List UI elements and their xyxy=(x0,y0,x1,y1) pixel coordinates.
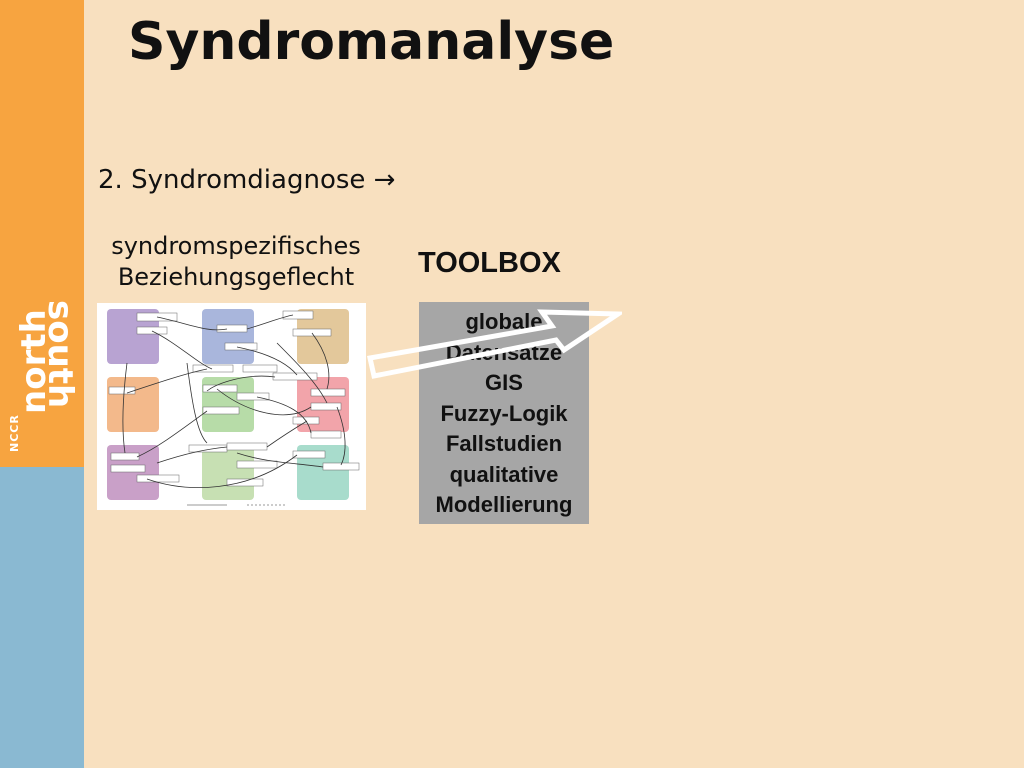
toolbox-item: qualitative xyxy=(449,461,559,487)
logo-south-text: south xyxy=(40,300,80,409)
toolbox-item: GIS xyxy=(485,370,523,395)
network-caption: syndromspezifisches Beziehungsgeflecht xyxy=(80,231,392,293)
toolbox-list: globale Datensätze GIS Fuzzy-Logik Falls… xyxy=(419,302,589,521)
nccr-north-south-logo: north south NCCR xyxy=(4,290,80,460)
toolbox-item: Fuzzy-Logik xyxy=(440,400,568,426)
slide-title: Syndromanalyse xyxy=(128,12,615,72)
logo-nccr-text: NCCR xyxy=(8,414,21,452)
sidebar-orange-band xyxy=(0,0,84,467)
sidebar: north south NCCR xyxy=(0,0,84,768)
slide-subtitle: 2. Syndromdiagnose → xyxy=(98,165,396,195)
network-caption-line-2: Beziehungsgeflecht xyxy=(117,263,355,291)
toolbox-title: TOOLBOX xyxy=(418,247,561,279)
sidebar-blue-band xyxy=(0,467,84,768)
toolbox-item: Modellierung xyxy=(435,492,573,517)
toolbox-item: Fallstudien xyxy=(445,431,563,456)
network-caption-line-1: syndromspezifisches xyxy=(111,232,361,260)
toolbox-panel: globale Datensätze GIS Fuzzy-Logik Falls… xyxy=(419,302,589,524)
arrow-icon xyxy=(366,309,622,379)
syndrome-network-diagram xyxy=(97,303,366,510)
